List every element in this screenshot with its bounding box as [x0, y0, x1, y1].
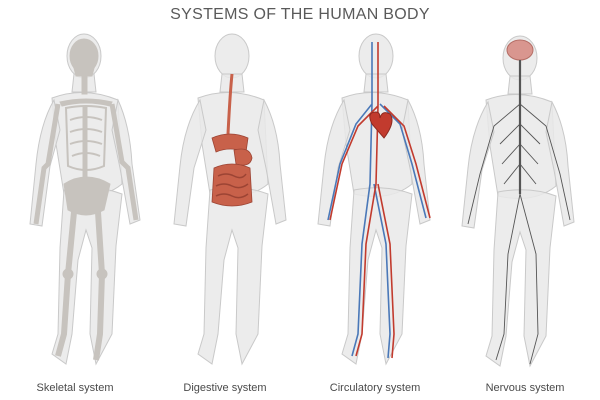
stomach: [233, 148, 253, 166]
body-silhouette: [317, 33, 431, 366]
circulatory-panel: Circulatory system: [300, 33, 450, 400]
skeleton: [33, 38, 139, 361]
digestive-panel: Digestive system: [150, 33, 300, 400]
nervous-caption: Nervous system: [485, 382, 565, 394]
nervous-system: [467, 39, 571, 365]
heart: [369, 111, 393, 139]
page-title: SYSTEMS OF THE HUMAN BODY: [170, 6, 430, 23]
body-silhouette: [461, 35, 575, 368]
circulatory-figure: [317, 33, 431, 366]
digestive-caption: Digestive system: [183, 382, 267, 394]
brain: [506, 39, 534, 61]
skeletal-caption: Skeletal system: [36, 382, 114, 394]
skeletal-panel: Skeletal system: [0, 33, 150, 400]
blood-vessels: [327, 42, 431, 359]
nervous-figure: [461, 35, 575, 368]
circulatory-caption: Circulatory system: [329, 382, 421, 394]
digestive-figure: [173, 33, 287, 366]
digestive-organs: [211, 73, 253, 207]
skeletal-figure: [29, 33, 141, 366]
nervous-panel: Nervous system: [450, 34, 600, 400]
